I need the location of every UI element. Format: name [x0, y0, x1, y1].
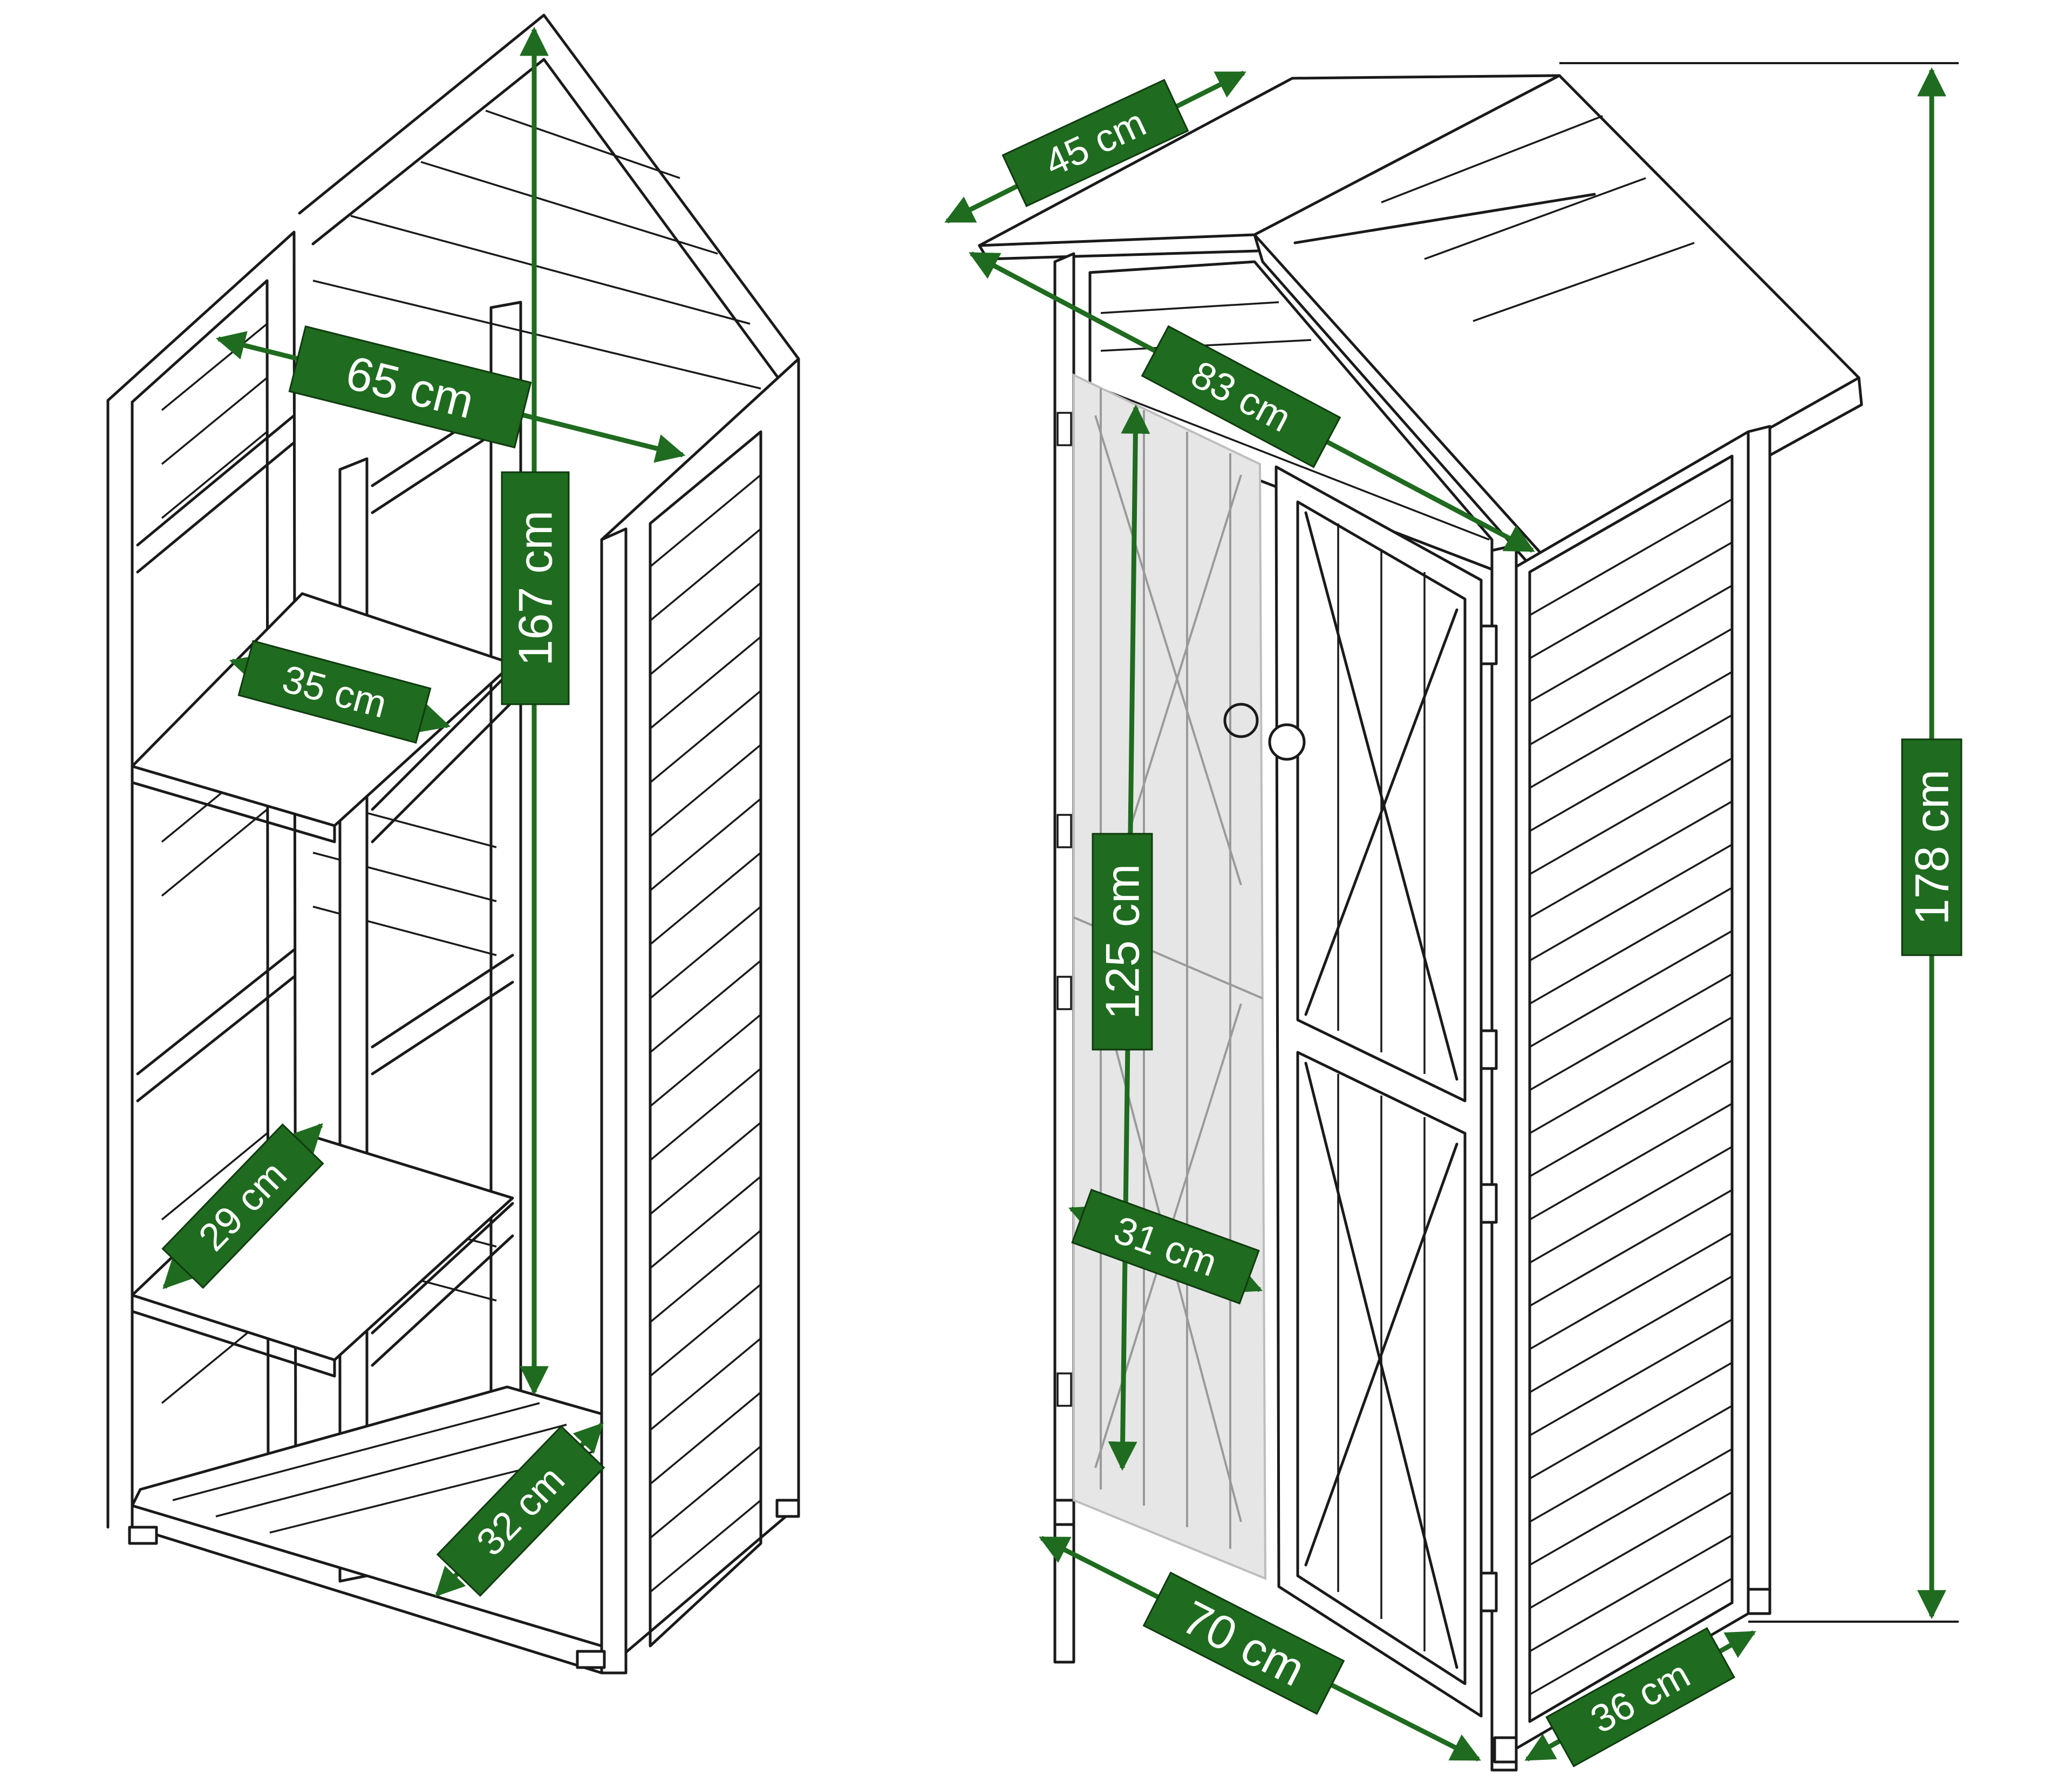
label-125cm: 125 cm [1096, 864, 1149, 1020]
dim-door-height: 125 cm [1092, 404, 1153, 1471]
dim-left-height: 167 cm [501, 26, 570, 1396]
open-shed-drawing [106, 13, 800, 1675]
label-167cm: 167 cm [509, 511, 562, 666]
dim-total-height: 178 cm [1901, 67, 1962, 1620]
dim-roof-width: 83 cm [969, 251, 1535, 553]
label-178cm: 178 cm [1905, 770, 1959, 926]
label-70cm: 70 cm [1174, 1590, 1313, 1696]
